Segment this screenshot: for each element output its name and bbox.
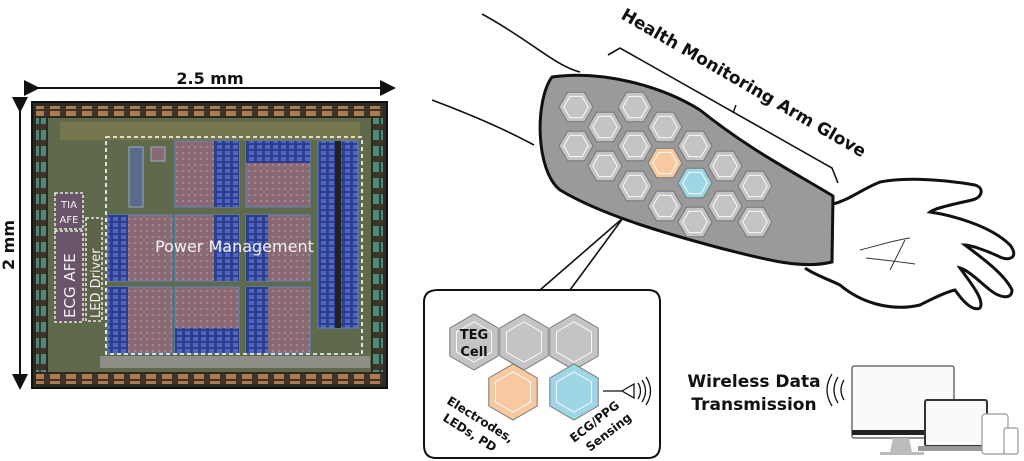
wireless-signal-icon (826, 373, 845, 407)
glove-bracket (607, 47, 839, 184)
antenna-icon (620, 382, 635, 400)
tia-label: TIA (60, 200, 77, 211)
tia-afe-block (54, 192, 84, 230)
arm-upper-outline (481, 13, 581, 73)
glove-sensing-hex-face (682, 171, 708, 195)
teg-cell-label-2: Cell (460, 345, 487, 360)
teg-cell-hex-face (456, 321, 492, 363)
arm-lower-outline (431, 99, 535, 146)
sensor-inset: TEG Cell Electrodes, LEDs, PD ECG/PPG Se… (423, 289, 661, 459)
phone-icon (1003, 427, 1019, 455)
glove-hex-array (558, 91, 773, 238)
glove-teg-hex-face (652, 194, 678, 218)
glove-teg-hex-face (652, 115, 678, 139)
chip-micrograph: TIA AFE ECG AFE LED Driver Power Managem… (0, 69, 396, 390)
pad-ring-bottom (36, 374, 383, 384)
laptop-icon (924, 399, 988, 447)
ecg-afe-block (54, 230, 84, 323)
pad-ring-left (36, 118, 46, 372)
chip-height-label: 2 mm (0, 220, 18, 270)
wireless-section: Wireless Data Transmission (687, 365, 1019, 455)
pad-ring-top (36, 106, 383, 116)
glove-teg-hex-face (712, 154, 738, 178)
glove-electrode-hex-face (652, 151, 678, 175)
pad-ring-right (373, 118, 383, 372)
ecg-afe-label: ECG AFE (61, 253, 79, 318)
wireless-label-2: Transmission (691, 395, 816, 415)
glove-teg-hex-face (622, 95, 648, 119)
callout-line-left (539, 217, 624, 291)
electrode-hex-face (495, 371, 531, 413)
afe-label: AFE (60, 215, 79, 226)
glove-teg-hex-face (742, 210, 768, 234)
wireless-label-1: Wireless Data (687, 372, 820, 392)
power-management-boundary (105, 136, 363, 355)
glove-teg-hex-face (712, 194, 738, 218)
glove-teg-hex-face (742, 174, 768, 198)
glove-teg-hex-face (592, 154, 618, 178)
led-driver-label: LED Driver (89, 248, 104, 318)
devices-icon (851, 365, 1019, 455)
arm-illustration: Health Monitoring Arm Glove (431, 5, 1016, 311)
glove-teg-hex-face (563, 134, 589, 158)
ecg-ppg-hex-face (556, 371, 592, 413)
chip-width-label: 2.5 mm (176, 69, 243, 88)
teg-hex-3-face (556, 321, 592, 363)
teg-hex-2-face (506, 321, 542, 363)
led-driver-block (85, 217, 103, 322)
inset-hex-cluster (449, 313, 599, 421)
glove-teg-hex-face (563, 95, 589, 119)
glove-teg-hex-face (622, 174, 648, 198)
signal-waves-icon (637, 376, 652, 406)
glove-teg-hex-face (622, 134, 648, 158)
glove-teg-hex-face (682, 210, 708, 234)
power-management-blocks (107, 140, 359, 354)
glove-teg-hex-face (682, 134, 708, 158)
power-management-label: Power Management (155, 237, 314, 256)
hand-outline (804, 177, 1016, 311)
glove-teg-hex-face (592, 115, 618, 139)
teg-cell-label-1: TEG (460, 328, 488, 343)
callout-line-right (569, 217, 624, 291)
